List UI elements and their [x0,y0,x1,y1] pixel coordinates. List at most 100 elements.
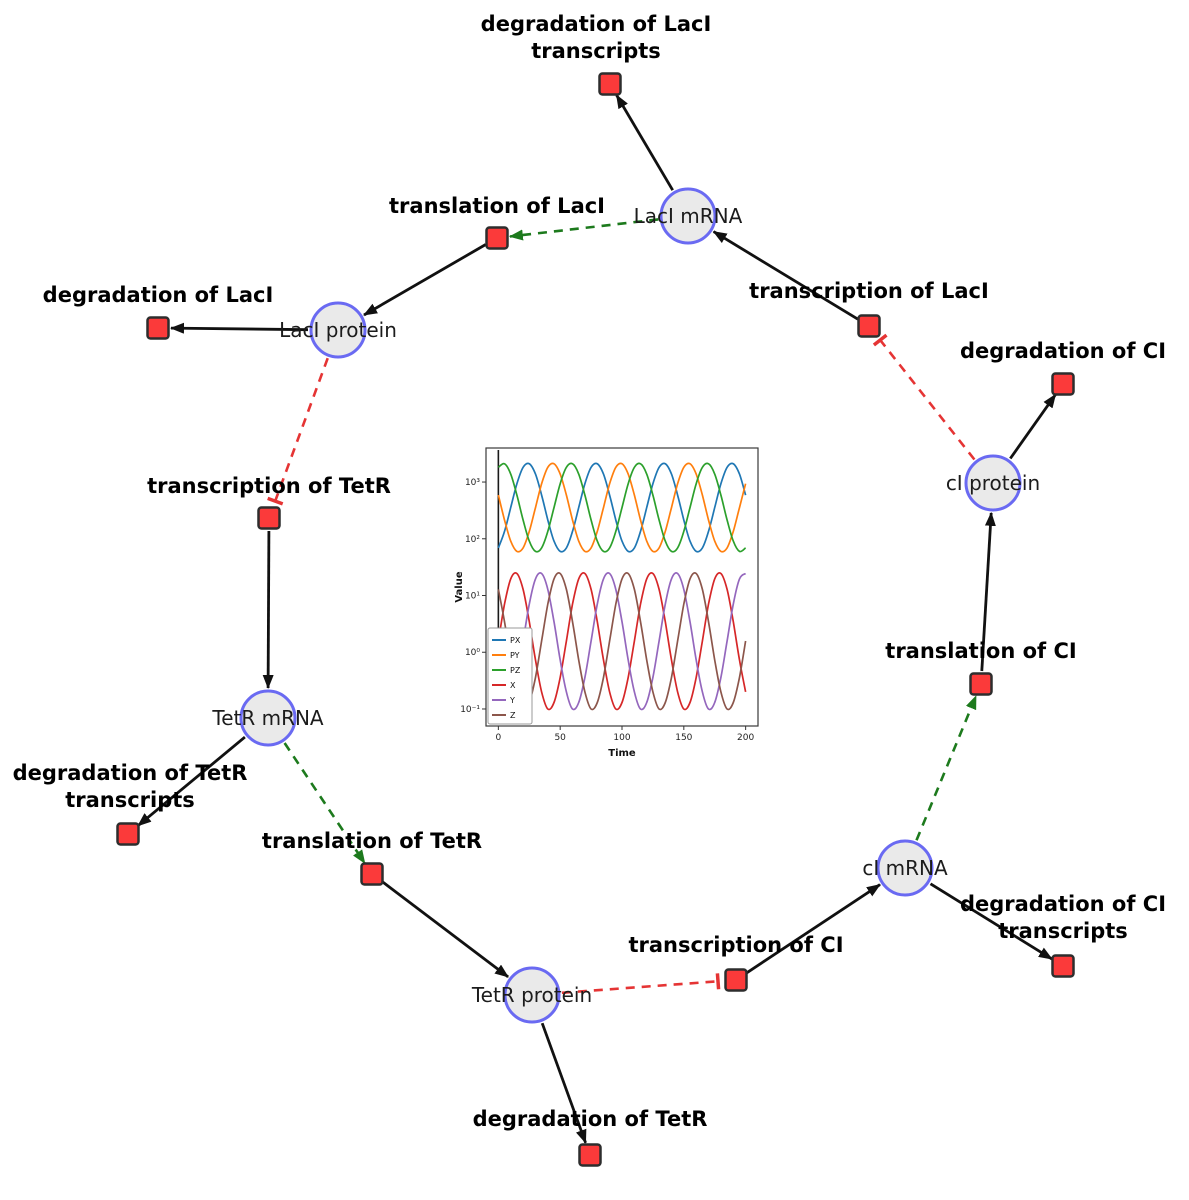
y-tick-label: 10⁰ [465,648,480,658]
reaction-node-deg_tetr[interactable]: degradation of TetR [473,1107,708,1167]
legend-label: X [510,681,516,690]
species-circle[interactable] [503,966,561,1024]
reaction-square[interactable] [257,506,281,530]
x-tick-label: 100 [613,733,630,743]
edge-ci_mrna-to-translation_ci-modifier [915,695,978,841]
legend-label: PX [510,636,521,645]
species-label: LacI protein [279,318,397,342]
y-tick-label: 10³ [465,478,480,488]
x-axis-label: Time [608,748,636,759]
legend-label: PZ [510,666,521,675]
edge-tetr_mrna-to-translation_tetr-modifier [283,742,366,865]
edge-transcription_laci-to-laci_mrna-production [712,230,859,321]
species-label: TetR mRNA [211,706,324,730]
species-label: TetR protein [471,983,592,1007]
y-axis-label: Value [454,571,465,602]
legend-label: Z [510,711,516,720]
edge-laci_protein-to-deg_laci-consumption [170,322,309,334]
chart-legend: PX PY PZ XYZ [487,627,533,725]
reaction-label: degradation of TetR [473,1107,708,1131]
edge-tetr_mrna-to-deg_tetr_tx-consumption [137,736,246,827]
reaction-label: transcription of CI [628,933,843,957]
chart-series-PZ [497,462,747,553]
reaction-label: degradation of TetR [13,761,248,785]
reaction-square[interactable] [969,672,993,696]
species-circle[interactable] [964,454,1022,512]
edge-laci_mrna-to-translation_laci-modifier [508,218,659,241]
species-circle[interactable] [876,839,934,897]
reaction-node-transcription_laci[interactable]: transcription of LacI [749,279,989,338]
reaction-label: transcription of LacI [749,279,989,303]
chart-series-X [497,572,747,711]
x-tick-label: 0 [495,733,501,743]
x-tick-label: 150 [675,733,692,743]
reaction-node-translation_laci[interactable]: translation of LacI [389,194,605,250]
reaction-node-translation_ci[interactable]: translation of CI [885,639,1077,696]
edge-transcription_ci-to-ci_mrna-production [746,883,881,974]
edge-translation_laci-to-laci_protein-production [363,243,487,317]
chart-series-PY [497,462,747,553]
reaction-label: transcripts [998,919,1128,943]
y-tick-label: 10¹ [465,592,480,602]
reaction-square[interactable] [360,862,384,886]
reaction-node-translation_tetr[interactable]: translation of TetR [262,829,482,886]
species-label: cI protein [946,471,1040,495]
reaction-label: translation of LacI [389,194,605,218]
reaction-label: degradation of LacI [43,283,274,307]
species-circle[interactable] [239,689,297,747]
reaction-square[interactable] [146,316,170,340]
species-circle[interactable] [659,187,717,245]
reaction-label: translation of TetR [262,829,482,853]
species-label: cI mRNA [862,856,948,880]
y-tick-label: 10² [465,535,480,545]
edge-tetr_protein-to-deg_tetr-consumption [540,1022,587,1144]
reaction-node-deg_tetr_tx[interactable]: degradation of TetR transcripts [13,761,248,846]
reaction-node-deg_laci[interactable]: degradation of LacI [43,283,274,340]
edges-layer [137,94,1057,1144]
reaction-square[interactable] [857,314,881,338]
species-node-ci_protein[interactable]: cI protein [946,454,1040,512]
legend-label: Y [509,696,515,705]
reaction-label: transcription of TetR [147,474,391,498]
chart-series-Y [497,572,747,711]
reaction-node-transcription_tetr[interactable]: transcription of TetR [147,474,391,530]
x-tick-label: 200 [737,733,754,743]
edge-laci_mrna-to-deg_laci_tx-consumption [615,94,674,191]
reaction-square[interactable] [116,822,140,846]
chart-series-Z [497,572,747,711]
species-node-laci_mrna[interactable]: LacI mRNA [634,187,743,245]
reaction-square[interactable] [724,968,748,992]
species-circle[interactable] [309,301,367,359]
legend-label: PY [510,651,520,660]
y-tick-label: 10⁻¹ [460,705,480,715]
edge-transcription_tetr-to-tetr_mrna-production [262,530,274,689]
species-node-laci_protein[interactable]: LacI protein [279,301,397,359]
reaction-square[interactable] [598,72,622,96]
species-node-tetr_mrna[interactable]: TetR mRNA [211,689,324,747]
reaction-node-deg_ci_tx[interactable]: degradation of CI transcripts [960,892,1166,978]
edge-ci_protein-to-deg_ci-consumption [1009,393,1057,460]
reaction-label: degradation of CI [960,339,1166,363]
reaction-node-deg_laci_tx[interactable]: degradation of LacI transcripts [481,12,712,96]
x-tick-label: 50 [554,733,566,743]
edge-translation_ci-to-ci_protein-production [980,511,996,672]
reaction-label: degradation of LacI [481,12,712,36]
reaction-label: transcripts [65,788,195,812]
species-label: LacI mRNA [634,204,743,228]
reaction-label: translation of CI [885,639,1076,663]
reaction-square[interactable] [578,1143,602,1167]
reaction-square[interactable] [485,226,509,250]
edge-translation_tetr-to-tetr_protein-production [381,880,509,979]
reaction-square[interactable] [1051,954,1075,978]
reaction-label: transcripts [531,39,661,63]
reaction-square[interactable] [1051,372,1075,396]
species-node-ci_mrna[interactable]: cI mRNA [862,839,948,897]
species-node-tetr_protein[interactable]: TetR protein [471,966,592,1024]
reaction-node-transcription_ci[interactable]: transcription of CI [628,933,844,992]
reaction-node-deg_ci[interactable]: degradation of CI [960,339,1166,396]
reaction-label: degradation of CI [960,892,1166,916]
edge-ci_mrna-to-deg_ci_tx-consumption [929,882,1053,961]
